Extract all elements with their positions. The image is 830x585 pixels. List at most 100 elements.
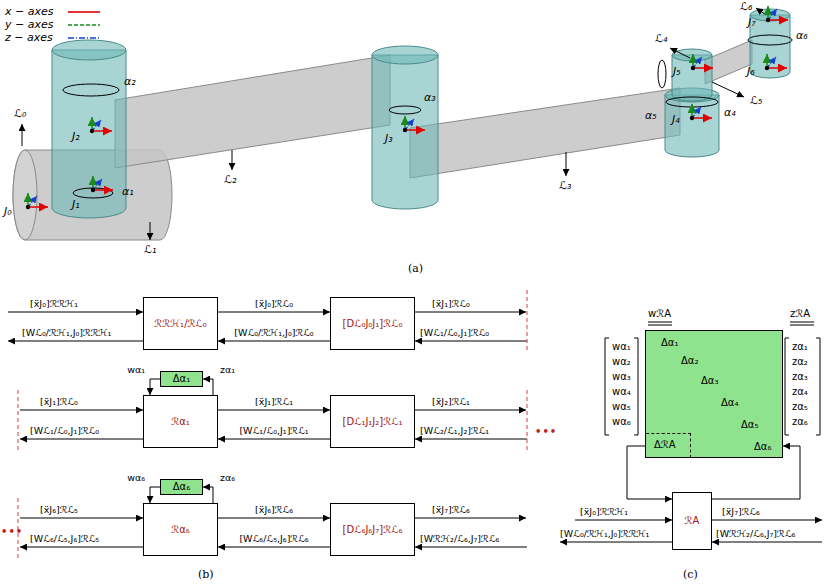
rotation-ellipse: [63, 35, 792, 198]
signal-label: [Wℛℋ₂/ℒ₆,J₇]ℛℒ₆: [420, 533, 499, 545]
signal-label: [ẍJ₀]ℛℛℋ₁: [30, 298, 78, 310]
joint-dot: [90, 129, 94, 133]
part-label: ℒ₆: [740, 1, 752, 13]
link-cylinder: [410, 88, 680, 178]
uncertainty-block: Δα₁: [160, 371, 203, 387]
signal-label: zα₂: [792, 356, 808, 368]
joint-dot: [766, 18, 770, 22]
joint-cylinder: [672, 49, 712, 61]
part-label: α₂: [124, 76, 136, 88]
part-label: ℒ₀: [14, 108, 26, 120]
x-axis-arrow: [28, 206, 48, 208]
signal-arrow: [560, 542, 672, 543]
signal-arrow: [20, 547, 143, 548]
cut-line: [18, 290, 527, 558]
signal-label: wα₅: [612, 401, 631, 413]
link-cylinder: [115, 55, 390, 168]
signal-label: zℛA: [790, 308, 810, 320]
model-block: ℛα₆: [143, 503, 218, 556]
signal-arrow: [20, 439, 143, 440]
part-label: J₄: [672, 114, 680, 126]
joint-cylinder: [52, 9, 790, 218]
joint-cylinder: [672, 55, 712, 101]
signal-arrow: [712, 542, 822, 543]
transform-block: [Dℒ₀J₀J₁]ℛℒ₀: [330, 297, 415, 350]
joint-cylinder: [372, 46, 438, 64]
signal-arrow: [415, 341, 527, 342]
legend-line-sample: [68, 37, 100, 39]
block-text: ℛℛℋ₁/ℛℒ₀: [154, 318, 206, 330]
leader-arrow: [150, 222, 151, 240]
block-text: ℛα₆: [171, 524, 190, 536]
signal-arrow: [575, 520, 672, 521]
signal-label: [Wℒ₁/ℒ₀,J₁]ℛℒ₀: [30, 425, 99, 437]
signal-arrow: [20, 518, 143, 519]
signal-label: wα₃: [612, 371, 631, 383]
signal-arrow: [415, 410, 526, 411]
part-label: J₆: [747, 66, 755, 78]
vector-bracket: [790, 322, 814, 323]
x-axis-arrow: [93, 189, 113, 191]
part-label: ℒ₂: [224, 174, 236, 186]
x-axis-arrow: [693, 67, 713, 69]
panel-label: (a): [408, 262, 423, 275]
part-label: J₂: [72, 131, 80, 143]
edge-label: [Wℒ₆/ℒ₅,J₆]ℛℒ₆: [238, 533, 309, 545]
joint-cylinder: [52, 50, 126, 218]
uncertainty-block: Δα₆: [160, 479, 203, 495]
signal-arrow: [20, 410, 143, 411]
x-axis-arrow: [692, 117, 712, 119]
cut-line: [18, 390, 19, 450]
joint-dot: [91, 188, 95, 192]
signal-connector: [150, 487, 160, 503]
signal-connector: [218, 410, 330, 411]
part-label: α₄: [724, 107, 736, 119]
part-label: J₅: [673, 66, 681, 78]
part-label: α₆: [796, 30, 808, 42]
edge-label: zα₁: [219, 364, 236, 376]
joint-cylinder: [372, 55, 438, 209]
model-block: ℛα₁: [143, 395, 218, 448]
model-block: ℛℛℋ₁/ℛℒ₀: [143, 297, 218, 350]
panel-label: (c): [683, 568, 698, 581]
rotation-ellipse: [658, 60, 666, 88]
legend-text: x − axes: [5, 6, 53, 18]
leader-arrow: [22, 124, 23, 146]
signal-label: [ẍJ₂]ℛℒ₁: [432, 396, 470, 408]
panel-label: (b): [198, 568, 214, 581]
continuation-mark: •••: [535, 426, 557, 438]
signal-label: [ẍJ₇]ℛℒ₆: [722, 506, 760, 518]
rotation-ellipse: [748, 35, 792, 45]
signal-arrow: [415, 439, 527, 440]
signal-arrow: [712, 520, 822, 521]
signal-arrow: [415, 312, 526, 313]
signal-label: zα₄: [792, 386, 808, 398]
link-cylinder: [13, 40, 752, 240]
edge-label: zα₆: [219, 472, 236, 484]
edge-label: [ẍJ₀]ℛℒ₀: [254, 298, 294, 310]
link-cylinder: [13, 150, 37, 240]
leader-arrow: [756, 8, 766, 15]
vector-bracket: [816, 338, 820, 435]
block-text: Δα₆: [754, 441, 771, 453]
signal-connector: [203, 487, 213, 503]
signal-label: zα₆: [792, 416, 808, 428]
signal-arrow: [8, 341, 143, 342]
signal-arrow: [415, 547, 527, 548]
block-text: [Dℒ₁J₁J₂]ℛℒ₁: [343, 416, 403, 428]
x-axis-arrow: [768, 19, 788, 21]
edge-label: [ẍJ₁]ℛℒ₁: [254, 396, 294, 408]
joint-dot: [691, 66, 695, 70]
legend-line-sample: [68, 24, 100, 26]
rotation-ellipse: [389, 106, 421, 114]
x-axis-arrow: [405, 129, 425, 131]
joint-dot: [26, 205, 30, 209]
signal-connector: [150, 379, 160, 395]
signal-label: zα₃: [792, 371, 808, 383]
signal-connector: [203, 379, 213, 395]
part-label: α₅: [645, 110, 657, 122]
vector-bracket: [634, 338, 638, 435]
signal-label: [Wℛℋ₂/ℒ₆,J₇]ℛℒ₆: [716, 528, 795, 540]
block-text: Δα₄: [721, 397, 738, 409]
signal-label: [ẍJ₆]ℛℒ₅: [40, 504, 78, 516]
